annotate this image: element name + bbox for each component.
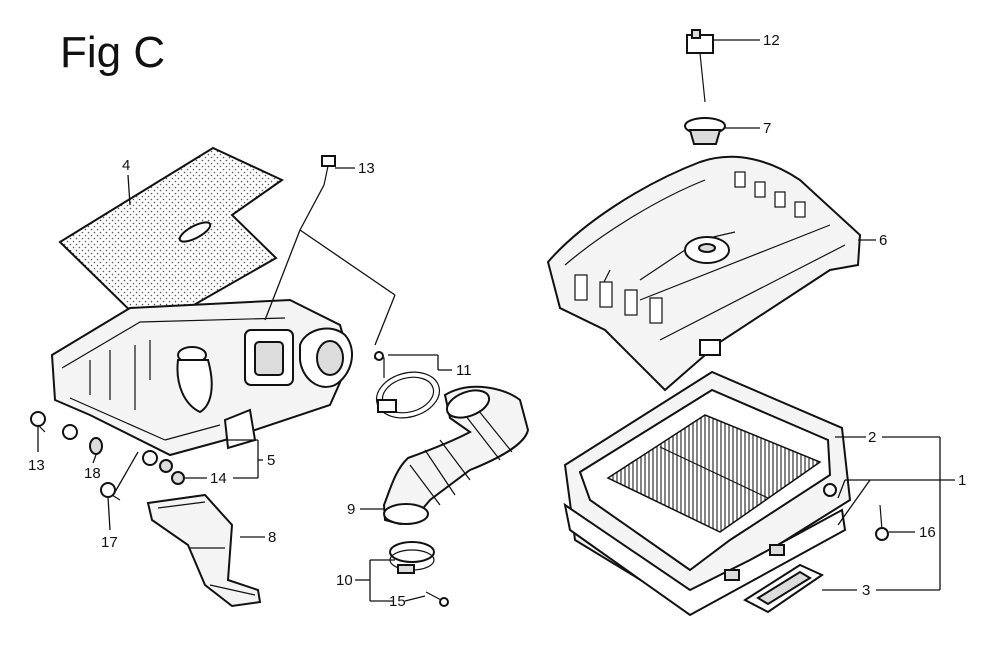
part-16-bolt (875, 504, 889, 541)
callout-8: 8 (268, 529, 276, 546)
callout-13-top: 13 (358, 160, 375, 177)
callout-6: 6 (879, 232, 887, 249)
part-10-hose-clamp (389, 541, 435, 574)
leader-lines (37, 39, 955, 602)
part-8-air-duct (146, 493, 262, 608)
part-1-lower-case (563, 370, 852, 617)
callout-labels: 1 2 3 4 5 6 7 8 9 10 11 12 13 13 14 15 1… (28, 32, 966, 610)
callout-10: 10 (336, 572, 353, 589)
part-7-grommet (684, 117, 726, 145)
callout-13-left: 13 (28, 457, 45, 474)
callout-3: 3 (862, 582, 870, 599)
callout-14: 14 (210, 470, 227, 487)
callout-12: 12 (763, 32, 780, 49)
part-15-screw (425, 591, 449, 607)
callout-18: 18 (84, 465, 101, 482)
part-17-bolt (100, 482, 121, 501)
callout-11: 11 (456, 362, 472, 379)
callout-9: 9 (347, 501, 355, 518)
part-13-bolt-left (30, 411, 46, 433)
part-13-bolt-top (321, 155, 336, 186)
callout-2: 2 (868, 429, 876, 446)
part-5-lower-air-box (50, 298, 353, 466)
callout-15: 15 (389, 593, 406, 610)
callout-1: 1 (958, 472, 966, 489)
part-18-grommet (89, 437, 103, 455)
callout-16: 16 (919, 524, 936, 541)
part-3-gasket (743, 563, 825, 614)
part-9-intake-tube (382, 385, 530, 526)
part-11-band-clamp (374, 351, 441, 419)
callout-17: 17 (101, 534, 118, 551)
figure-title: Fig C (60, 28, 166, 77)
part-12-sensor (686, 29, 714, 103)
callout-5: 5 (267, 452, 275, 469)
callout-7: 7 (763, 120, 771, 137)
part-14-collars (159, 459, 185, 485)
part-6-air-cleaner-cover (546, 155, 862, 392)
callout-4: 4 (122, 157, 130, 174)
